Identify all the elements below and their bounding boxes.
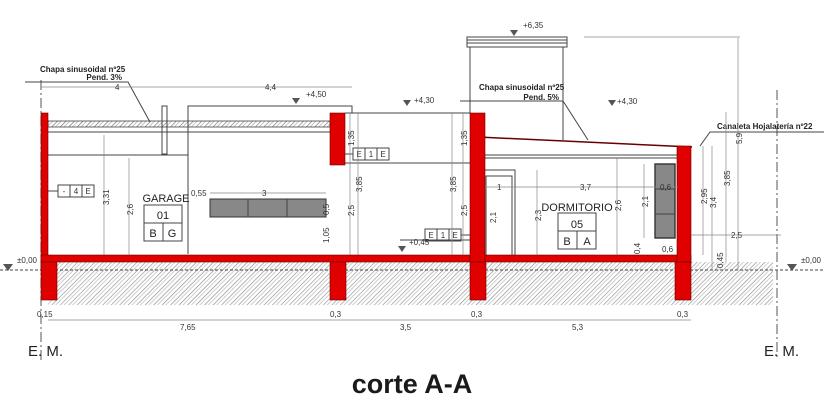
room-label-dormitorio: DORMITORIO 05 B A	[541, 202, 613, 250]
svg-text:3,4: 3,4	[709, 196, 718, 208]
svg-text:0,5: 0,5	[322, 203, 331, 215]
svg-text:3,85: 3,85	[355, 176, 364, 192]
svg-text:G: G	[168, 228, 177, 240]
svg-text:3,5: 3,5	[400, 323, 412, 332]
svg-text:2,95: 2,95	[700, 188, 709, 204]
roof-right-slope: Pend. 5%	[523, 93, 559, 102]
svg-text:4: 4	[74, 187, 79, 196]
svg-text:2,5: 2,5	[731, 231, 743, 240]
svg-text:4: 4	[115, 83, 120, 92]
svg-text:0,4: 0,4	[633, 242, 642, 254]
svg-text:±0,00: ±0,00	[801, 256, 822, 265]
roof-left-leader	[25, 81, 151, 123]
svg-text:2,5: 2,5	[460, 204, 469, 216]
tag-left: - 4 E	[48, 184, 95, 198]
svg-text:01: 01	[157, 210, 169, 222]
gutter-leader	[699, 131, 824, 147]
svg-text:4,4: 4,4	[265, 83, 277, 92]
dimension-lines	[41, 36, 781, 321]
svg-text:3,31: 3,31	[102, 189, 111, 205]
svg-text:2,5: 2,5	[347, 204, 356, 216]
svg-text:1: 1	[497, 183, 502, 192]
drawing-title: corte A-A	[352, 369, 473, 399]
roof-right-leader	[460, 100, 589, 141]
svg-text:1: 1	[369, 150, 374, 159]
svg-text:B: B	[149, 228, 156, 240]
roof-left-slope: Pend. 3%	[86, 73, 122, 82]
svg-text:5,3: 5,3	[572, 323, 584, 332]
tag-mid-upper: E 1 E	[345, 147, 390, 161]
svg-text:±0,00: ±0,00	[17, 256, 38, 265]
middle-structure	[345, 112, 470, 241]
svg-text:05: 05	[571, 219, 583, 231]
level-markers: +4,50 +4,30 +4,30 +6,35 +0,45 ±0,00 ±0,0…	[3, 21, 822, 271]
garage-structure	[47, 105, 353, 254]
dimension-labels: 4 4,4 3,31 2,6 0,55 3 0,5 1,05 1,35 3,85…	[37, 83, 744, 332]
svg-text:B: B	[563, 236, 570, 248]
svg-text:2,3: 2,3	[534, 209, 543, 221]
svg-text:E: E	[356, 150, 361, 159]
svg-text:A: A	[583, 236, 591, 248]
svg-text:0,6: 0,6	[660, 183, 672, 192]
svg-text:GARAGE: GARAGE	[142, 193, 189, 205]
svg-text:0,15: 0,15	[37, 310, 53, 319]
svg-text:0,3: 0,3	[677, 310, 689, 319]
svg-text:3,7: 3,7	[580, 183, 592, 192]
tag-mid-lower: E 1 E	[424, 228, 470, 242]
svg-text:E: E	[428, 231, 433, 240]
svg-text:0,45: 0,45	[716, 252, 725, 268]
svg-text:2,6: 2,6	[126, 203, 135, 215]
svg-text:1,35: 1,35	[347, 130, 356, 146]
svg-text:3,85: 3,85	[723, 170, 732, 186]
svg-text:+4,30: +4,30	[617, 97, 638, 106]
svg-text:1,35: 1,35	[460, 130, 469, 146]
walls	[40, 112, 692, 301]
svg-text:-: -	[63, 187, 66, 196]
svg-text:0,3: 0,3	[330, 310, 342, 319]
ground-hatch	[48, 262, 773, 305]
svg-text:+0,45: +0,45	[409, 238, 430, 247]
svg-text:7,65: 7,65	[180, 323, 196, 332]
svg-text:2,1: 2,1	[489, 211, 498, 223]
svg-text:E: E	[85, 187, 90, 196]
svg-text:0,3: 0,3	[471, 310, 483, 319]
svg-text:E: E	[380, 150, 385, 159]
svg-text:+4,30: +4,30	[414, 96, 435, 105]
axis-label-left: E. M.	[28, 343, 63, 360]
room-label-garage: GARAGE 01 B G	[142, 193, 190, 242]
svg-text:3: 3	[262, 189, 267, 198]
svg-text:5,9: 5,9	[735, 132, 744, 144]
svg-text:0,55: 0,55	[191, 189, 207, 198]
dormitorio-window	[654, 163, 676, 239]
roof-left-note: Chapa sinusoidal nº25	[40, 65, 126, 74]
svg-text:DORMITORIO: DORMITORIO	[541, 202, 613, 214]
gutter-note: Canaleta Hojalatería nº22	[717, 122, 813, 131]
dormitorio-structure	[466, 36, 693, 257]
svg-text:2,1: 2,1	[641, 195, 650, 207]
svg-text:+4,50: +4,50	[306, 90, 327, 99]
roof-right-note: Chapa sinusoidal nº25	[479, 83, 565, 92]
garage-window	[209, 198, 327, 218]
svg-text:2,6: 2,6	[614, 199, 623, 211]
svg-text:E: E	[452, 231, 457, 240]
svg-text:+6,35: +6,35	[523, 21, 544, 30]
axis-label-right: E. M.	[764, 343, 799, 360]
svg-text:3,85: 3,85	[449, 176, 458, 192]
svg-text:1: 1	[441, 231, 446, 240]
svg-text:1,05: 1,05	[322, 227, 331, 243]
svg-text:0,6: 0,6	[662, 245, 674, 254]
